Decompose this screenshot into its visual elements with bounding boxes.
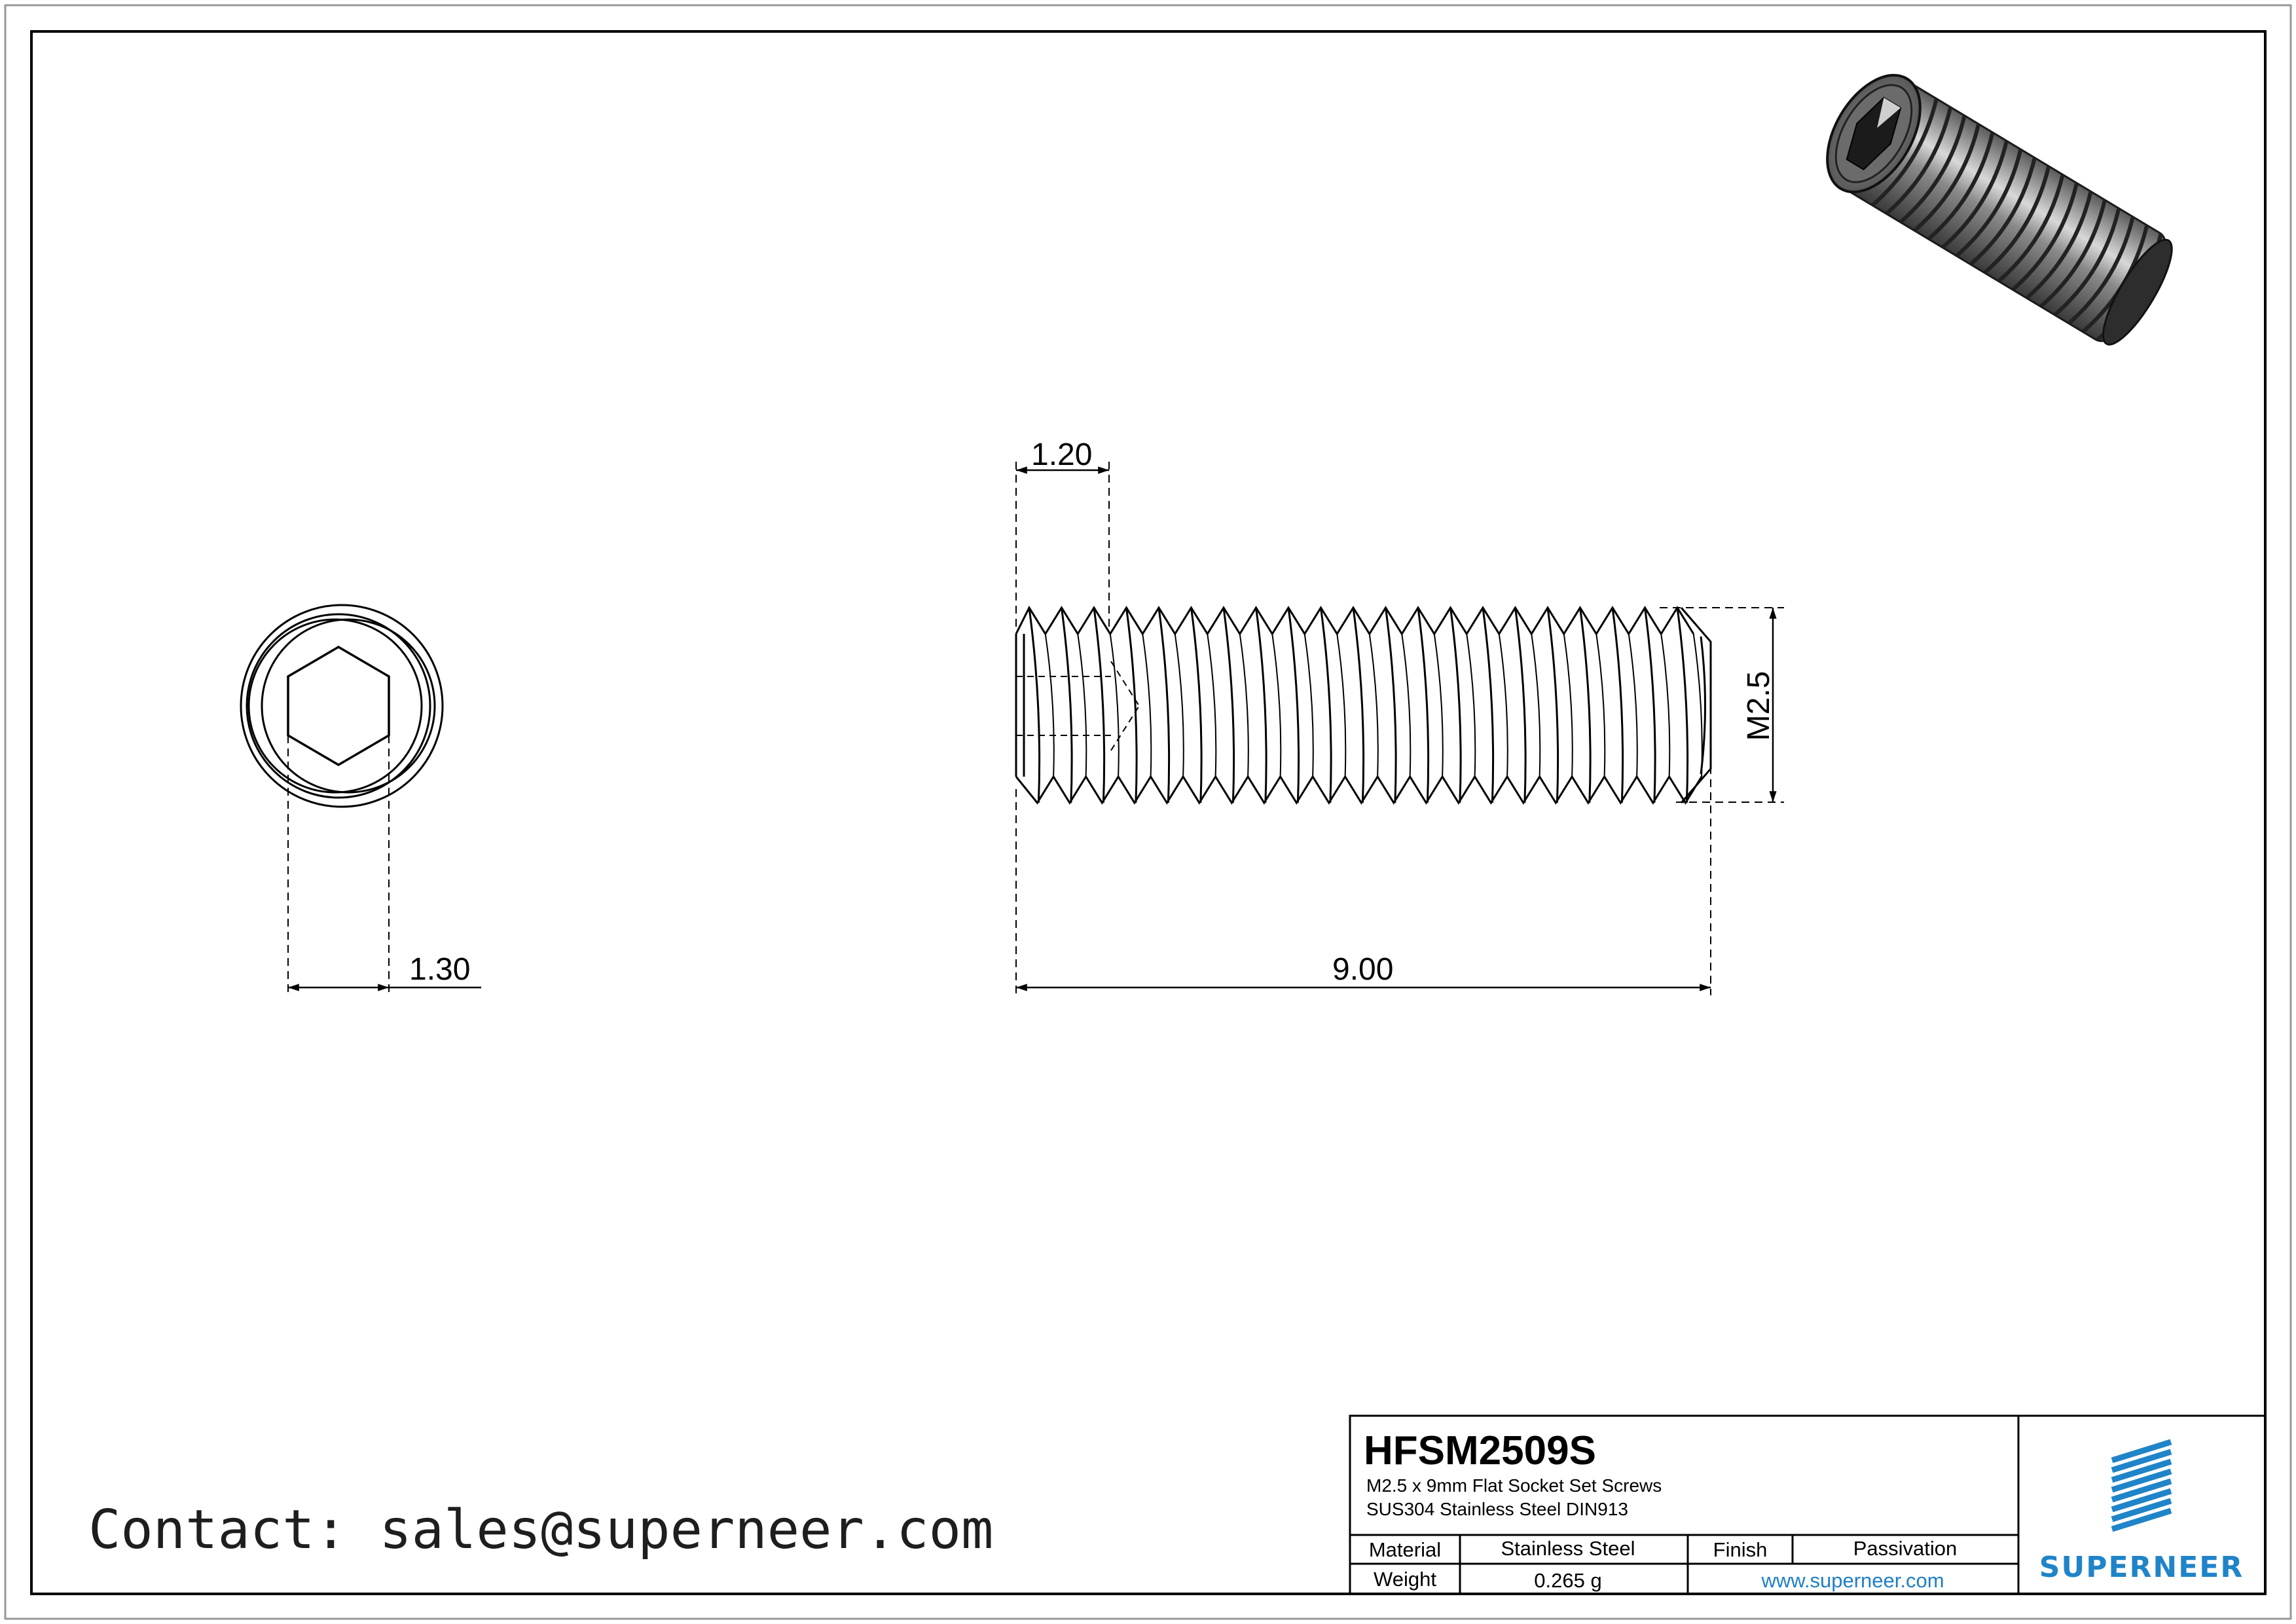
dim-socket-depth-label: 1.20 xyxy=(1031,437,1092,472)
thread-root-line xyxy=(1109,633,1120,777)
thread-root-line xyxy=(1207,633,1217,777)
chamfer-edge xyxy=(1700,636,1706,775)
thread-crest-line xyxy=(1352,607,1365,803)
weight-label: Weight xyxy=(1374,1568,1436,1591)
thread-root-line xyxy=(1368,633,1379,777)
logo-stripe xyxy=(2111,1498,2172,1522)
render-thread-ring xyxy=(1941,141,2009,249)
render-thread-ring xyxy=(1886,107,1952,215)
set-screw-3d-render-icon xyxy=(1826,73,2173,346)
render-thread-ring xyxy=(1984,166,2050,274)
dim-length-label: 9.00 xyxy=(1332,952,1393,987)
thread-root-line xyxy=(1531,633,1541,777)
render-thread-ring xyxy=(1997,174,2065,283)
logo-stripe xyxy=(2111,1478,2172,1503)
thread-root-line xyxy=(1336,633,1347,777)
thread-root-line xyxy=(1271,633,1282,777)
description-line-1: M2.5 x 9mm Flat Socket Set Screws xyxy=(1366,1475,1662,1496)
dim-thread-label: M2.5 xyxy=(1741,671,1776,741)
thread-crest-line xyxy=(1579,607,1592,803)
finish-label: Finish xyxy=(1713,1538,1768,1561)
thread-root-line xyxy=(1595,633,1606,777)
render-thread-ring xyxy=(1914,124,1980,232)
thread-root-line xyxy=(1628,633,1638,777)
render-thread-ring xyxy=(1927,132,1995,240)
thread-root-line xyxy=(1077,633,1087,777)
thread-profile xyxy=(1015,775,1703,805)
thread-crest-line xyxy=(1417,607,1430,803)
description-line-2: SUS304 Stainless Steel DIN913 xyxy=(1366,1499,1628,1519)
thread-crest-line xyxy=(1222,607,1235,803)
sheet-border xyxy=(30,30,2267,1595)
thread-root-line xyxy=(1044,633,1055,777)
logo-stripe xyxy=(2111,1439,2172,1464)
thread-crest-line xyxy=(1514,607,1527,803)
thread-root-line xyxy=(1466,633,1476,777)
thread-crest-line xyxy=(1255,607,1267,803)
material-label: Material xyxy=(1369,1538,1441,1561)
website-link[interactable]: www.superneer.com xyxy=(1760,1569,1944,1592)
part-number: HFSM2509S xyxy=(1364,1428,1596,1473)
render-thread-ring xyxy=(2068,217,2135,325)
thread-crest-line xyxy=(1287,607,1300,803)
thread-root-line xyxy=(1692,633,1703,777)
material-value: Stainless Steel xyxy=(1501,1537,1635,1560)
thread-crest-line xyxy=(1611,607,1624,803)
thread-crest-line xyxy=(1028,607,1041,803)
finish-value: Passivation xyxy=(1853,1537,1958,1560)
render-thread-ring xyxy=(1969,158,2037,266)
dim-hex-width-label: 1.30 xyxy=(409,952,470,987)
render-thread-ring xyxy=(1899,115,1967,223)
thread-root-line xyxy=(1563,633,1573,777)
render-thread-ring xyxy=(1871,99,1939,207)
thread-root-line xyxy=(1433,633,1444,777)
side-view xyxy=(1015,462,1784,995)
thread-root-line xyxy=(1142,633,1152,777)
render-thread-ring xyxy=(2054,208,2121,316)
thread-crest-line xyxy=(1157,607,1171,803)
render-thread-ring xyxy=(2039,200,2107,308)
thread-crest-line xyxy=(1676,607,1689,803)
logo-stripe xyxy=(2111,1507,2172,1532)
logo-stripe xyxy=(2111,1449,2172,1473)
thread-crest-line xyxy=(1482,607,1495,803)
title-block xyxy=(1349,1414,2267,1595)
thread-crest-line xyxy=(1546,607,1559,803)
end-view xyxy=(240,604,481,995)
weight-value: 0.265 g xyxy=(1534,1569,1601,1592)
logo-stripe xyxy=(2111,1468,2172,1493)
logo-stripe xyxy=(2111,1458,2172,1483)
render-thread-ring xyxy=(2012,183,2079,291)
thread-root-line xyxy=(1660,633,1671,777)
thread-root-line xyxy=(1401,633,1412,777)
render-thread-ring xyxy=(1956,149,2023,257)
thread-crest-line xyxy=(1190,607,1203,803)
thread-crest-line xyxy=(1385,607,1397,803)
sheet-outer-border xyxy=(4,4,2292,1620)
brand-name: SUPERNEER xyxy=(2039,1551,2244,1584)
thread-root-line xyxy=(1174,633,1184,777)
thread-crest-line xyxy=(1320,607,1332,803)
thread-crest-line xyxy=(1449,607,1462,803)
thread-root-line xyxy=(1239,633,1249,777)
superneer-logo-icon xyxy=(2111,1439,2172,1532)
logo-stripe xyxy=(2111,1488,2172,1513)
thread-root-line xyxy=(1303,633,1314,777)
thread-root-line xyxy=(1498,633,1508,777)
contact-email[interactable]: Contact: sales@superneer.com xyxy=(88,1499,993,1561)
thread-crest-line xyxy=(1125,607,1138,803)
thread-crest-line xyxy=(1061,607,1073,803)
thread-crest-line xyxy=(1093,607,1106,803)
thread-crest-line xyxy=(1644,607,1656,803)
render-thread-ring xyxy=(2026,191,2093,299)
